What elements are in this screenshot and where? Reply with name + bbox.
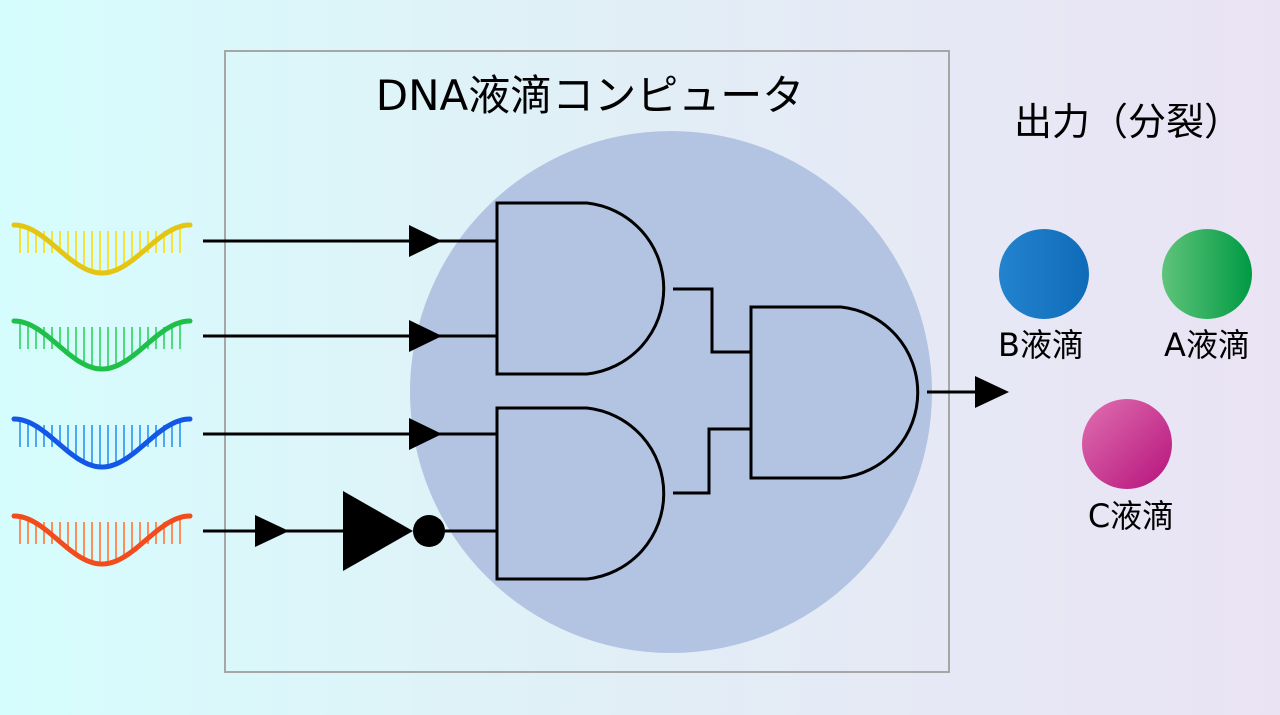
and-gates xyxy=(495,201,920,581)
dna-backbone xyxy=(11,318,193,372)
page-title: DNA液滴コンピュータ xyxy=(376,71,805,120)
droplet-b-label: B液滴 xyxy=(998,326,1084,364)
dna-backbone xyxy=(11,222,193,276)
and-gate-top xyxy=(495,201,666,376)
output-title: 出力（分裂） xyxy=(1014,100,1242,144)
and-gate-bottom xyxy=(495,406,666,581)
dna-backbone xyxy=(11,416,193,470)
dna-backbone xyxy=(11,513,193,567)
droplet-c-icon xyxy=(1082,399,1172,489)
output-arrowhead-icon xyxy=(975,376,1009,408)
droplet-a-icon xyxy=(1162,229,1252,319)
orange-dna-strand-icon xyxy=(11,513,193,567)
yellow-dna-strand-icon xyxy=(11,222,193,276)
dna-inputs xyxy=(11,222,193,567)
not-gate-bubble-icon xyxy=(413,515,445,547)
wire-bottom-to-output xyxy=(673,427,751,495)
arrowhead-icon xyxy=(255,515,289,547)
arrowhead-icon xyxy=(409,225,442,257)
input-arrowheads xyxy=(255,225,442,547)
not-gate-triangle-icon xyxy=(343,491,413,571)
blue-dna-strand-icon xyxy=(11,416,193,470)
internal-wires xyxy=(673,287,975,495)
droplet-c-label: C液滴 xyxy=(1088,497,1174,535)
output-droplets: B液滴 A液滴 C液滴 xyxy=(998,229,1252,535)
computer-box xyxy=(224,50,950,673)
green-dna-strand-icon xyxy=(11,318,193,372)
and-gate-output xyxy=(749,305,920,480)
not-gate xyxy=(343,491,445,571)
arrowhead-icon xyxy=(409,418,442,450)
droplet-a-label: A液滴 xyxy=(1164,326,1250,364)
wire-top-to-output xyxy=(673,287,751,354)
droplet-b-icon xyxy=(999,229,1089,319)
arrowhead-icon xyxy=(409,320,442,352)
